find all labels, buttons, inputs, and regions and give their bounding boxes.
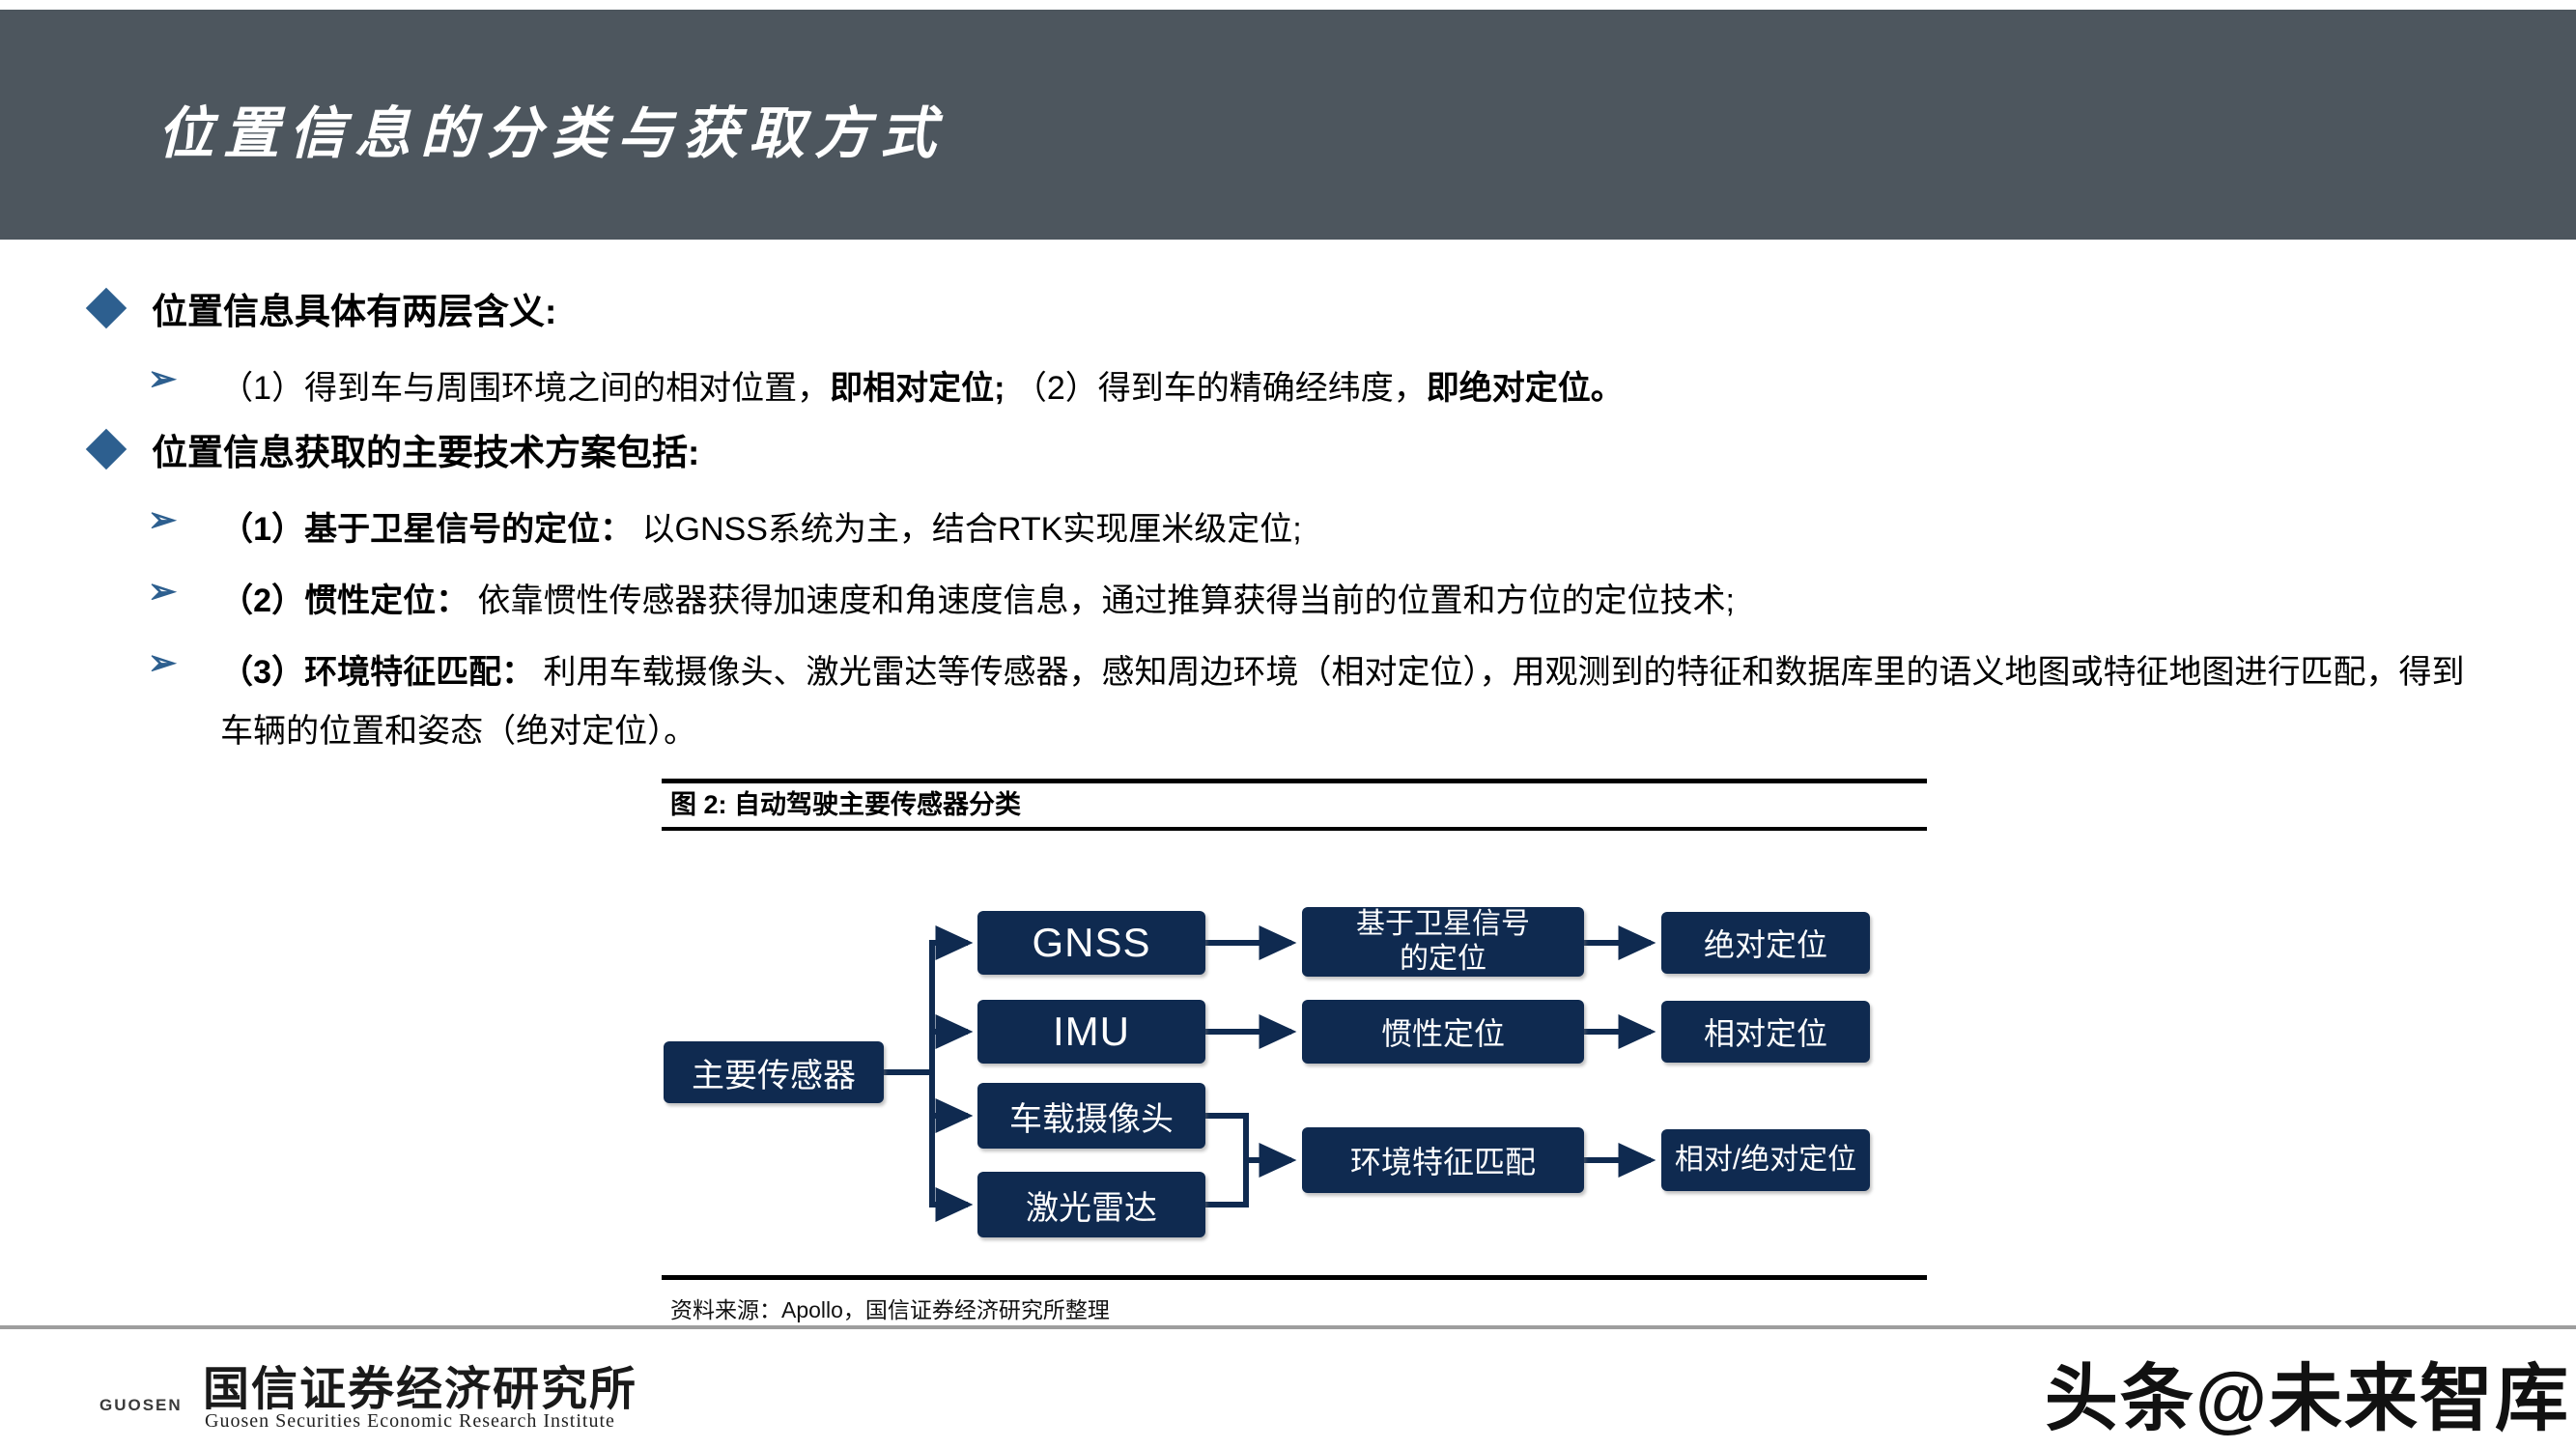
arrow-bullet-icon: ➢	[148, 642, 178, 682]
text-run-bold: （2）惯性定位：	[220, 582, 478, 619]
subitem-text: （1）基于卫星信号的定位： 以GNSS系统为主，结合RTK实现厘米级定位;	[220, 500, 2466, 559]
bullet-row-schemes: 位置信息获取的主要技术方案包括:	[85, 428, 700, 475]
text-run-bold: （1）基于卫星信号的定位：	[220, 511, 642, 548]
bullet-row-meanings: 位置信息具体有两层含义:	[85, 287, 557, 334]
node-label: 激光雷达	[1026, 1189, 1157, 1227]
guosen-logo-chinese: 国信证券经济研究所	[203, 1364, 638, 1415]
node-label: 相对定位	[1703, 1016, 1827, 1051]
text-run-bold: 即绝对定位。	[1426, 370, 1624, 407]
subitem-text: （2）惯性定位： 依靠惯性传感器获得加速度和角速度信息，通过推算获得当前的位置和…	[220, 572, 2466, 631]
text-run: 利用车载摄像头、激光雷达等传感器，感知周边环境（相对定位），用观测到的特征和数据…	[220, 654, 2465, 750]
subitem-env-matching: ➢ （3）环境特征匹配： 利用车载摄像头、激光雷达等传感器，感知周边环境（相对定…	[148, 643, 2524, 760]
guosen-logo-english: Guosen Securities Economic Research Inst…	[205, 1410, 615, 1432]
subitem-inertial: ➢ （2）惯性定位： 依靠惯性传感器获得加速度和角速度信息，通过推算获得当前的位…	[148, 572, 2466, 631]
node-label-line1: 基于卫星信号	[1356, 908, 1530, 940]
subitem-text: （3）环境特征匹配： 利用车载摄像头、激光雷达等传感器，感知周边环境（相对定位）…	[220, 643, 2471, 760]
node-label: 主要传感器	[692, 1057, 856, 1094]
text-run: 以GNSS系统为主，结合RTK实现厘米级定位;	[641, 511, 1302, 548]
node-label-line2: 的定位	[1400, 943, 1486, 975]
node-main-sensors: 主要传感器	[664, 1041, 884, 1103]
diamond-bullet-icon	[85, 428, 127, 470]
node-label: 环境特征匹配	[1349, 1145, 1536, 1179]
subitem-relative-absolute: ➢ （1）得到车与周围环境之间的相对位置，即相对定位; （2）得到车的精确经纬度…	[148, 359, 2466, 418]
text-run: 依靠惯性传感器获得加速度和角速度信息，通过推算获得当前的位置和方位的定位技术;	[477, 582, 1735, 619]
node-relative-absolute-positioning: 相对/绝对定位	[1661, 1129, 1870, 1191]
guosen-logo-abbr: GUOSEN	[99, 1396, 183, 1414]
node-label: 相对/绝对定位	[1674, 1144, 1857, 1176]
header-bar: 位置信息的分类与获取方式	[0, 10, 2576, 240]
footer-divider	[0, 1325, 2576, 1329]
arrow-bullet-icon: ➢	[148, 571, 178, 611]
subitem-text: （1）得到车与周围环境之间的相对位置，即相对定位; （2）得到车的精确经纬度，即…	[220, 359, 2466, 418]
node-label: 惯性定位	[1380, 1016, 1505, 1051]
node-label: GNSS	[1032, 920, 1151, 965]
bullet-text: 位置信息获取的主要技术方案包括:	[152, 433, 700, 472]
node-inertial-positioning: 惯性定位	[1302, 1000, 1584, 1064]
figure-source: 资料来源：Apollo，国信证券经济研究所整理	[670, 1297, 1110, 1322]
node-lidar: 激光雷达	[977, 1172, 1205, 1237]
node-satellite-positioning: 基于卫星信号 的定位	[1302, 907, 1584, 977]
node-env-feature-matching: 环境特征匹配	[1302, 1127, 1584, 1193]
text-run-bold: （3）环境特征匹配：	[220, 654, 544, 691]
node-label: 绝对定位	[1703, 927, 1827, 962]
text-run: （2）得到车的精确经纬度，	[1013, 370, 1427, 407]
figure-mid-rule	[662, 827, 1927, 831]
node-absolute-positioning: 绝对定位	[1661, 912, 1870, 974]
figure-top-rule	[662, 779, 1927, 783]
node-relative-positioning: 相对定位	[1661, 1001, 1870, 1063]
text-run-bold: 即相对定位;	[830, 370, 1014, 407]
node-label: IMU	[1053, 1009, 1130, 1054]
toutiao-watermark: 头条@未来智库	[2044, 1358, 2570, 1440]
node-label: 车载摄像头	[1009, 1100, 1174, 1138]
flowchart-connectors	[884, 925, 1656, 1222]
diamond-bullet-icon	[85, 287, 127, 329]
arrow-bullet-icon: ➢	[148, 499, 178, 539]
bullet-text: 位置信息具体有两层含义:	[152, 292, 557, 331]
page-title: 位置信息的分类与获取方式	[157, 102, 947, 165]
node-camera: 车载摄像头	[977, 1083, 1205, 1149]
node-imu: IMU	[977, 1000, 1205, 1064]
figure-caption: 图 2: 自动驾驶主要传感器分类	[670, 790, 1022, 819]
subitem-satellite: ➢ （1）基于卫星信号的定位： 以GNSS系统为主，结合RTK实现厘米级定位;	[148, 500, 2466, 559]
text-run: （1）得到车与周围环境之间的相对位置，	[220, 370, 831, 407]
arrow-bullet-icon: ➢	[148, 358, 178, 398]
figure-bottom-rule	[662, 1275, 1927, 1280]
node-gnss: GNSS	[977, 911, 1205, 975]
